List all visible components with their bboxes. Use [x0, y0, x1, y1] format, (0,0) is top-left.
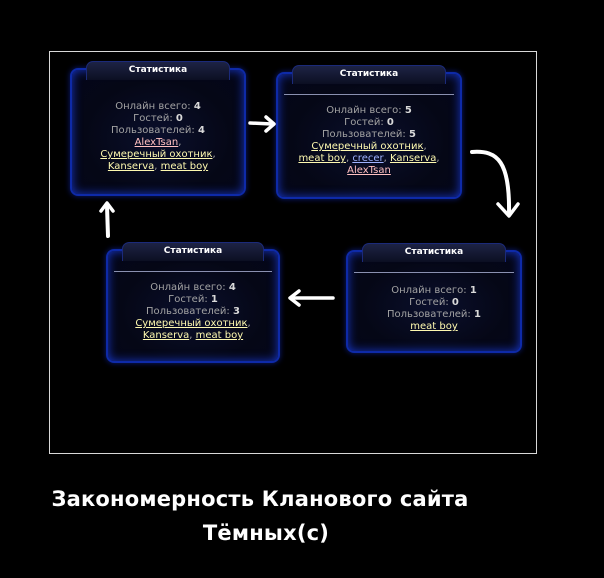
users-count: Пользователей: 3	[146, 306, 240, 317]
arrow-curve-down-icon	[470, 149, 520, 218]
user-link[interactable]: Kanserva	[142, 330, 190, 341]
panel-title: Статистика	[292, 65, 446, 84]
user-list: Сумеречный охотник,meat boy, crecer, Kan…	[278, 141, 460, 177]
user-separator: ,	[154, 161, 161, 172]
user-separator: ,	[383, 153, 390, 164]
user-separator: ,	[178, 137, 182, 148]
user-separator: ,	[345, 153, 353, 164]
user-link[interactable]: AlexTsan	[134, 137, 179, 148]
users-count: Пользователей: 5	[322, 129, 416, 140]
user-link[interactable]: Сумеречный охотник	[135, 318, 248, 329]
user-list: Сумеречный охотник,Kanserva, meat boy	[108, 318, 278, 342]
guests-count: Гостей: 1	[168, 294, 218, 305]
online-total: Онлайн всего: 4	[150, 282, 236, 293]
stats-panel-1: Статистика Онлайн всего: 4 Гостей: 0 Пол…	[70, 61, 246, 196]
user-link[interactable]: meat boy	[195, 330, 244, 341]
panel-body: Онлайн всего: 4 Гостей: 1 Пользователей:…	[108, 282, 278, 342]
stats-panel-2: Статистика Онлайн всего: 5 Гостей: 0 Пол…	[276, 65, 462, 199]
user-list: AlexTsan,Сумеречный охотник,Kanserva, me…	[72, 137, 244, 173]
user-link[interactable]: Сумеречный охотник	[311, 141, 424, 152]
panel-title: Статистика	[86, 61, 230, 80]
stats-panel-4: Статистика Онлайн всего: 4 Гостей: 1 Пол…	[106, 242, 280, 363]
user-row: Сумеречный охотник,	[72, 149, 244, 161]
user-row: Сумеречный охотник,	[278, 141, 460, 153]
guests-count: Гостей: 0	[409, 297, 459, 308]
user-row: AlexTsan	[278, 165, 460, 177]
caption-line-1: Закономерность Кланового сайта	[51, 487, 469, 511]
user-separator: ,	[212, 149, 216, 160]
user-list: meat boy	[348, 321, 520, 333]
user-separator: ,	[436, 153, 440, 164]
user-row: Kanserva, meat boy	[108, 330, 278, 342]
user-separator: ,	[423, 141, 427, 152]
guests-count: Гостей: 0	[133, 113, 183, 124]
stats-panel-3: Статистика Онлайн всего: 1 Гостей: 0 Пол…	[346, 243, 522, 353]
panel-body: Онлайн всего: 4 Гостей: 0 Пользователей:…	[72, 101, 244, 173]
panel-title: Статистика	[362, 243, 506, 262]
panel-divider	[354, 272, 514, 273]
users-count: Пользователей: 4	[111, 125, 205, 136]
user-link[interactable]: meat boy	[298, 153, 346, 164]
user-separator: ,	[189, 330, 196, 341]
panel-title: Статистика	[122, 242, 264, 261]
arrow-left-icon	[288, 289, 335, 307]
user-link[interactable]: meat boy	[160, 161, 209, 172]
user-row: Сумеречный охотник,	[108, 318, 278, 330]
users-count: Пользователей: 1	[387, 309, 481, 320]
online-total: Онлайн всего: 4	[115, 101, 201, 112]
user-link[interactable]: Сумеречный охотник	[100, 149, 213, 160]
user-link[interactable]: Kanserva	[389, 153, 437, 164]
guests-count: Гостей: 0	[344, 117, 394, 128]
arrow-right-icon	[248, 115, 276, 133]
user-link[interactable]: Kanserva	[107, 161, 155, 172]
user-row: Kanserva, meat boy	[72, 161, 244, 173]
user-row: meat boy	[348, 321, 520, 333]
panel-divider	[114, 271, 272, 272]
user-link[interactable]: AlexTsan	[347, 165, 391, 176]
caption-line-2: Тёмных(с)	[202, 521, 330, 545]
online-total: Онлайн всего: 1	[391, 285, 477, 296]
user-link[interactable]: crecer	[352, 153, 384, 164]
arrow-up-icon	[99, 201, 115, 238]
user-row: AlexTsan,	[72, 137, 244, 149]
online-total: Онлайн всего: 5	[326, 105, 412, 116]
panel-body: Онлайн всего: 1 Гостей: 0 Пользователей:…	[348, 285, 520, 333]
user-link[interactable]: meat boy	[410, 321, 458, 332]
panel-body: Онлайн всего: 5 Гостей: 0 Пользователей:…	[278, 105, 460, 177]
panel-divider	[284, 94, 454, 95]
user-separator: ,	[247, 318, 251, 329]
user-row: meat boy, crecer, Kanserva,	[278, 153, 460, 165]
